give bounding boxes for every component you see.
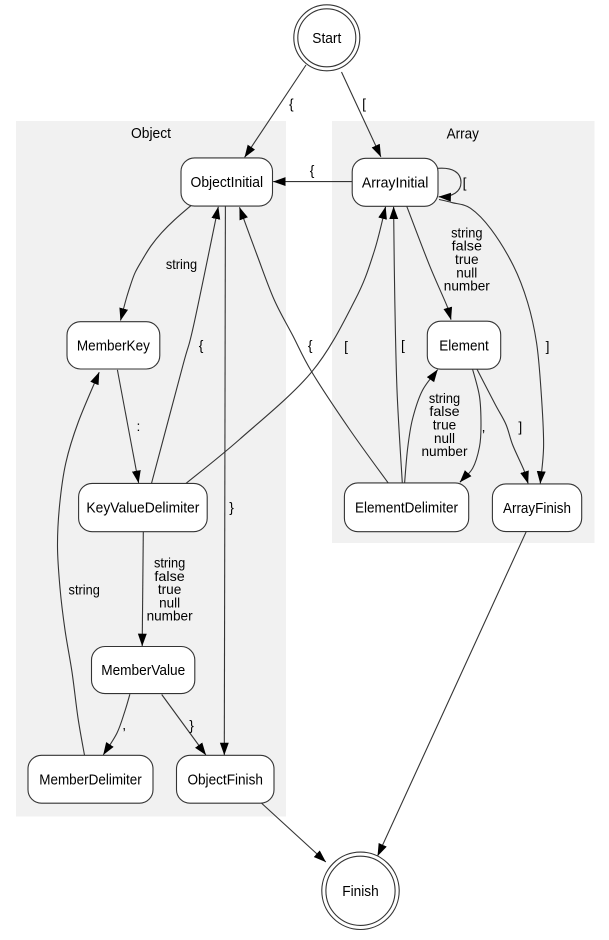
svg-text:number: number: [444, 279, 490, 294]
svg-text:{: {: [308, 338, 313, 353]
svg-text:Finish: Finish: [342, 884, 379, 900]
svg-text:true: true: [158, 582, 182, 597]
svg-text:number: number: [422, 444, 468, 459]
svg-text:[: [: [463, 176, 467, 191]
svg-text:string: string: [429, 391, 460, 406]
svg-text:null: null: [159, 595, 180, 610]
svg-text:[: [: [344, 339, 348, 354]
svg-text:true: true: [433, 418, 457, 433]
svg-text:Array: Array: [447, 126, 480, 142]
svg-text:false: false: [429, 404, 460, 419]
svg-text:]: ]: [518, 420, 522, 435]
svg-text:number: number: [147, 609, 193, 624]
svg-text:,: ,: [482, 420, 486, 435]
svg-text:false: false: [154, 569, 185, 584]
svg-text:{: {: [289, 96, 294, 111]
svg-text:]: ]: [546, 339, 550, 354]
svg-text:ElementDelimiter: ElementDelimiter: [355, 500, 458, 516]
svg-text:ArrayInitial: ArrayInitial: [362, 175, 429, 191]
svg-text:[: [: [401, 338, 405, 353]
svg-text:{: {: [199, 338, 204, 353]
svg-text:string: string: [69, 583, 100, 598]
svg-text:}: }: [229, 500, 234, 515]
svg-text:string: string: [166, 257, 197, 272]
svg-text:ObjectFinish: ObjectFinish: [187, 772, 263, 788]
svg-text:MemberDelimiter: MemberDelimiter: [39, 772, 142, 788]
svg-text:string: string: [154, 556, 185, 571]
svg-text:MemberValue: MemberValue: [101, 663, 185, 679]
svg-text:Object: Object: [131, 126, 171, 142]
svg-text:true: true: [455, 252, 479, 267]
svg-text:}: }: [189, 718, 194, 733]
svg-text:,: ,: [122, 718, 126, 733]
svg-text:Element: Element: [439, 338, 489, 354]
svg-text:null: null: [456, 265, 477, 280]
svg-text::: :: [136, 419, 140, 434]
svg-text:ArrayFinish: ArrayFinish: [503, 501, 571, 517]
svg-text:[: [: [362, 96, 366, 111]
svg-text:KeyValueDelimiter: KeyValueDelimiter: [86, 501, 199, 517]
svg-text:string: string: [451, 225, 482, 240]
svg-text:false: false: [452, 239, 483, 254]
svg-text:MemberKey: MemberKey: [77, 338, 151, 354]
svg-text:null: null: [434, 431, 455, 446]
svg-text:ObjectInitial: ObjectInitial: [191, 175, 264, 191]
svg-text:Start: Start: [312, 31, 341, 47]
svg-text:{: {: [310, 163, 315, 178]
